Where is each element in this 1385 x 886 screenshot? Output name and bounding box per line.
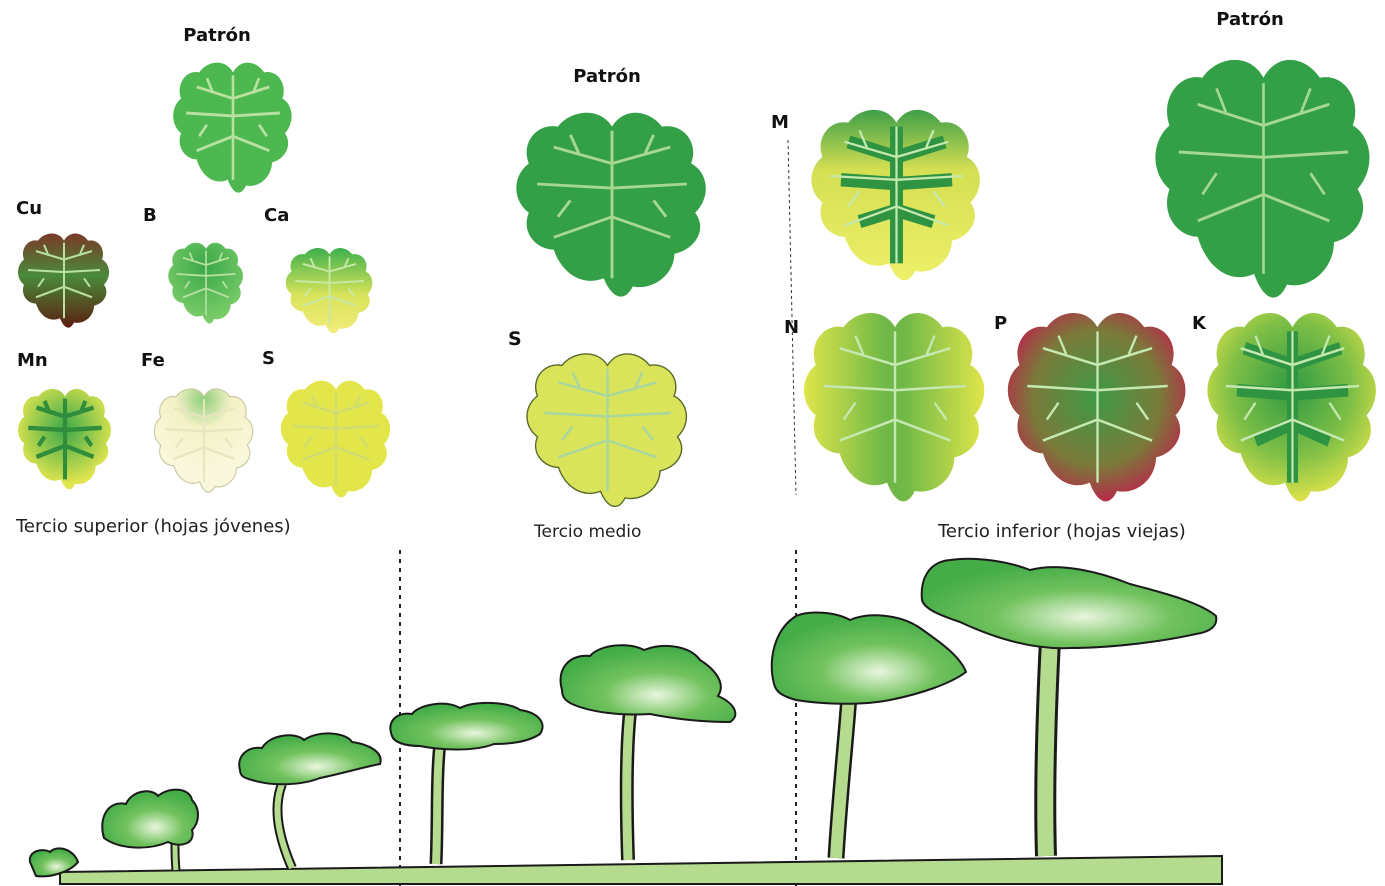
leaf-label-p: P xyxy=(994,313,1007,334)
old-leaves-group: M Patrón N P K Tercio inferior (hojas vi… xyxy=(771,9,1376,542)
leaf-n xyxy=(804,313,984,501)
caption-old: Tercio inferior (hojas viejas) xyxy=(937,521,1186,542)
old-pattern-leaf xyxy=(1155,60,1369,298)
leaf-label-cu: Cu xyxy=(16,198,42,219)
leaf-label-fe: Fe xyxy=(141,350,165,371)
middle-pattern-leaf xyxy=(516,113,705,297)
leaf-k xyxy=(1207,313,1376,501)
leaf-label-s-middle: S xyxy=(508,328,522,350)
old-pattern-label: Patrón xyxy=(1216,9,1284,30)
plant-stage-3 xyxy=(239,733,380,868)
leaf-label-s-young: S xyxy=(262,348,275,369)
leaf-s-young xyxy=(281,381,390,498)
middle-pattern-label: Patrón xyxy=(573,66,641,87)
leaf-ca xyxy=(286,248,373,333)
plant-growth-illustration xyxy=(30,550,1222,886)
leaf-label-n: N xyxy=(784,317,799,338)
leaf-label-k: K xyxy=(1192,313,1207,334)
leaf-label-b: B xyxy=(143,205,157,226)
leaf-m xyxy=(811,110,980,280)
leaf-label-m: M xyxy=(771,112,789,133)
leaf-label-ca: Ca xyxy=(264,205,289,226)
plant-stage-7 xyxy=(922,559,1217,856)
leaf-s-middle xyxy=(527,354,686,507)
caption-young: Tercio superior (hojas jóvenes) xyxy=(15,516,291,537)
leaf-mn xyxy=(18,389,111,489)
leaf-b xyxy=(168,243,243,324)
plant-stage-5 xyxy=(561,645,736,860)
young-leaves-group: Patrón Cu B Ca Mn Fe S Tercio superior (… xyxy=(15,25,390,537)
young-pattern-leaf xyxy=(173,63,291,193)
leaf-fe xyxy=(154,389,252,492)
young-pattern-label: Patrón xyxy=(183,25,251,46)
plant-stage-4 xyxy=(390,703,542,864)
caption-middle: Tercio medio xyxy=(533,522,641,542)
runner-stem xyxy=(60,856,1222,884)
plant-stage-6 xyxy=(772,613,966,858)
leaf-label-mn: Mn xyxy=(17,350,48,371)
leaf-p xyxy=(1008,313,1186,501)
leaf-cu xyxy=(18,233,109,327)
plant-stage-2 xyxy=(102,790,198,870)
middle-leaves-group: Patrón S Tercio medio xyxy=(508,66,706,542)
